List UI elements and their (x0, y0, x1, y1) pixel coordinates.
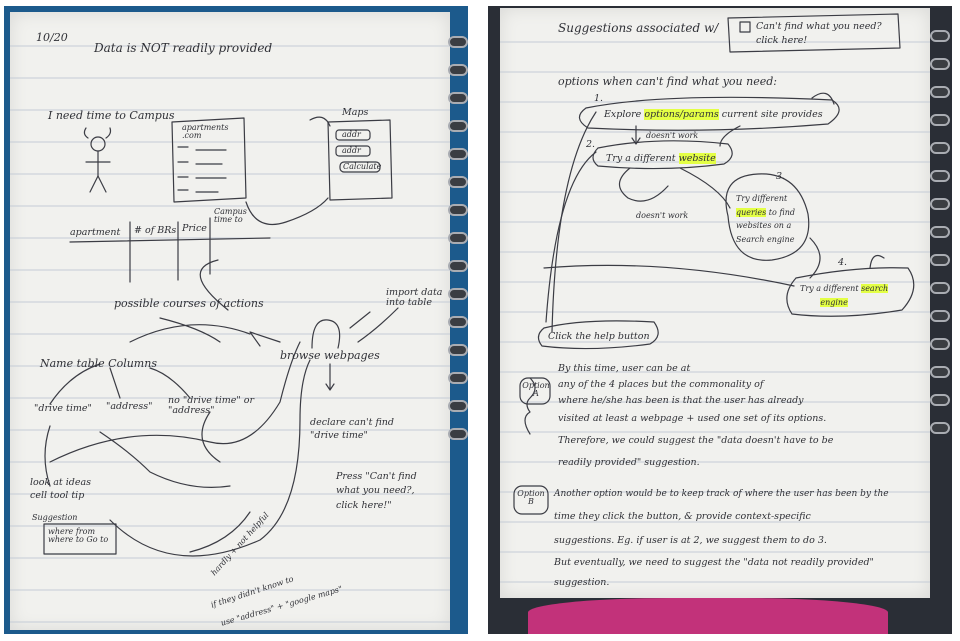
option-b-line-3: suggestions. Eg. if user is at 2, we sug… (554, 535, 827, 546)
possible-actions: possible courses of actions (114, 297, 264, 310)
press-cant-find: Press "Can't find what you need?, click … (336, 471, 417, 511)
option-2-text: Try a different website (606, 153, 716, 164)
maps-calculate: Calculate (343, 162, 382, 171)
option-1-text: Explore options/params current site prov… (604, 109, 823, 120)
col-brs: # of BRs (134, 225, 177, 236)
col-price: Price (182, 223, 207, 234)
option-a-line-3: where he/she has been is that the user h… (558, 395, 804, 406)
maps-addr1: addr (342, 130, 361, 139)
option-a-line-4: visited at least a webpage + used one se… (558, 413, 827, 424)
left-notebook-photo: 10/20 Data is NOT readily provided I nee… (4, 6, 468, 634)
option-b-label: Option B (517, 489, 545, 506)
option-a-line-6: readily provided" suggestion. (558, 457, 700, 468)
left-notebook-page: 10/20 Data is NOT readily provided I nee… (10, 12, 450, 630)
suggestions-title: Suggestions associated w/ (558, 21, 719, 35)
option-4-text: Try a different search engine (800, 284, 889, 308)
pink-fabric (528, 598, 888, 634)
no-drive-time: no "drive time" or "address" (168, 395, 255, 416)
option-3-number: 3. (776, 171, 786, 182)
drive-time: "drive time" (34, 403, 92, 414)
option-b-line-2: time they click the button, & provide co… (554, 511, 811, 522)
options-heading: options when can't find what you need: (558, 75, 777, 88)
doesnt-work-1: doesn't work (646, 131, 699, 140)
option-1-number: 1. (594, 93, 604, 104)
import-data: import data into table (386, 287, 443, 308)
doesnt-work-2: doesn't work (636, 211, 689, 220)
suggestion-label: Suggestion (32, 513, 78, 522)
option-a-line-2: any of the 4 places but the commonality … (558, 379, 764, 390)
option-2-number: 2. (586, 139, 596, 150)
option-b-line-5: suggestion. (554, 577, 610, 588)
option-a-line-5: Therefore, we could suggest the "data do… (558, 435, 834, 446)
name-table-columns: Name table Columns (40, 357, 157, 370)
page-date: 10/20 (36, 31, 68, 44)
address: "address" (106, 401, 153, 412)
browse-webpages: browse webpages (280, 349, 380, 362)
apartments-label: apartments .com (182, 123, 229, 140)
right-notebook-page: Suggestions associated w/ Can't find wha… (500, 8, 930, 598)
need-heading: I need time to Campus (48, 109, 175, 122)
declare-cant-find: declare can't find "drive time" (310, 417, 394, 442)
where-from-where-to: where from where to Go to (48, 527, 109, 544)
col-apartment: apartment (70, 227, 121, 238)
look-at-ideas: look at ideas cell tool tip (30, 477, 92, 502)
option-a-line-1: By this time, user can be at (558, 363, 691, 374)
option-a-label: Option A (522, 381, 550, 398)
option-b-line-1: Another option would be to keep track of… (554, 489, 889, 499)
col-time: Campus time to (214, 207, 247, 224)
option-b-line-4: But eventually, we need to suggest the "… (554, 557, 874, 568)
maps-addr2: addr (342, 146, 361, 155)
maps-label: Maps (342, 107, 369, 118)
page-title: Data is NOT readily provided (94, 41, 273, 55)
option-4-number: 4. (838, 257, 848, 268)
right-notebook-photo: Suggestions associated w/ Can't find wha… (488, 6, 952, 634)
help-button-text: Click the help button (548, 331, 650, 342)
cant-find-button-text: Can't find what you need? click here! (756, 21, 882, 47)
